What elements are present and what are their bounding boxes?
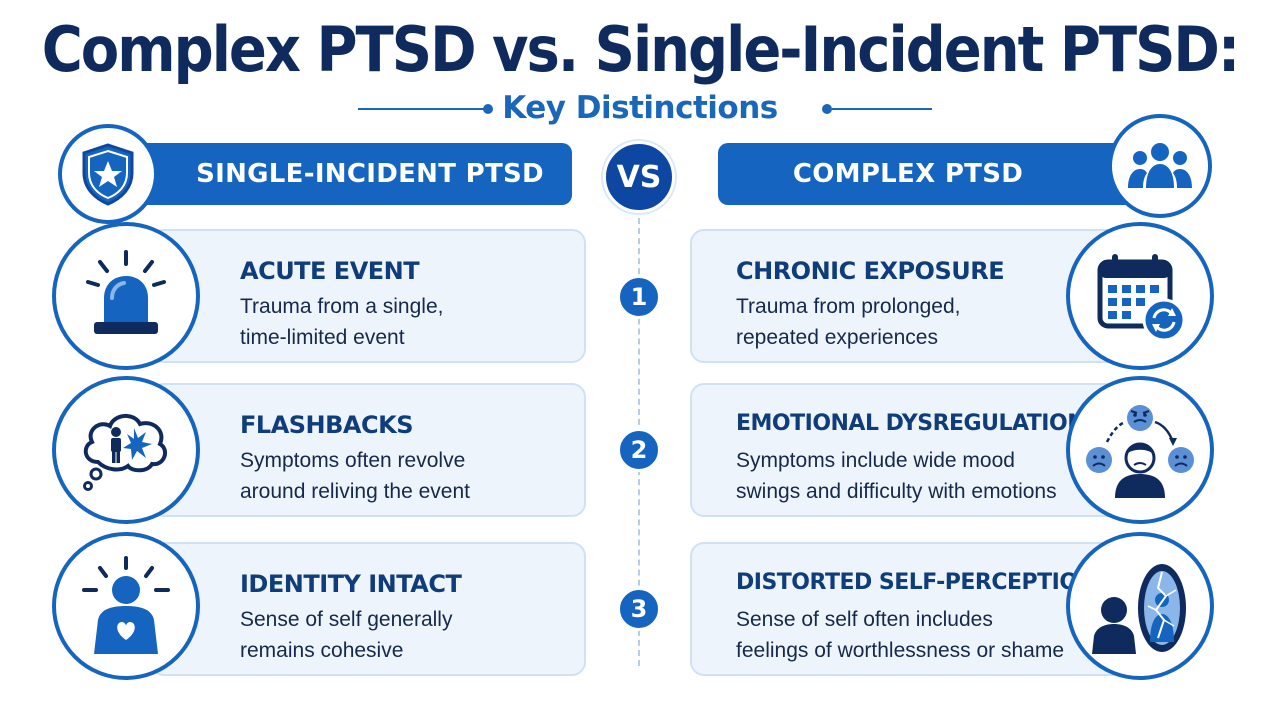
- broken-mirror-icon: [1066, 532, 1214, 680]
- card-identity-intact: IDENTITY INTACT Sense of self generally …: [150, 542, 586, 676]
- person-heart-icon: [52, 532, 200, 680]
- card-title: ACUTE EVENT: [240, 257, 420, 285]
- card-distorted-self-perception: DISTORTED SELF-PERCEPTION Sense of self …: [690, 542, 1130, 676]
- row-number-1: 1: [617, 275, 661, 319]
- page-title: Complex PTSD vs. Single-Incident PTSD:: [41, 13, 1241, 87]
- complex-ptsd-header-label: COMPLEX PTSD: [792, 159, 1024, 189]
- card-description: Symptoms often revolve around reliving t…: [240, 445, 470, 507]
- card-description: Symptoms include wide mood swings and di…: [736, 445, 1057, 507]
- row-number-3: 3: [617, 587, 661, 631]
- subtitle-right-dot: [822, 104, 832, 114]
- row-number-2: 2: [617, 428, 661, 472]
- card-description: Trauma from a single, time-limited event: [240, 291, 443, 353]
- thought-bubble-flashback-icon: [52, 376, 200, 524]
- siren-alarm-icon: [52, 222, 200, 370]
- complex-ptsd-header: COMPLEX PTSD: [718, 143, 1138, 205]
- card-description-line: Symptoms often revolve: [240, 449, 466, 472]
- card-emotional-dysregulation: EMOTIONAL DYSREGULATION Symptoms include…: [690, 383, 1130, 517]
- vs-badge: VS: [603, 141, 675, 213]
- card-description: Sense of self generally remains cohesive: [240, 604, 452, 666]
- single-incident-header: SINGLE-INCIDENT PTSD: [128, 143, 572, 205]
- card-description-line: Trauma from a single,: [240, 295, 444, 318]
- subtitle-left-line: [358, 108, 484, 110]
- card-description-line: repeated experiences: [736, 326, 938, 349]
- single-incident-header-label: SINGLE-INCIDENT PTSD: [196, 159, 544, 189]
- card-description-line: Sense of self often includes: [736, 608, 993, 631]
- subtitle-left-dot: [483, 104, 493, 114]
- card-description-line: remains cohesive: [240, 639, 404, 662]
- card-description-line: time-limited event: [240, 326, 405, 349]
- card-title: EMOTIONAL DYSREGULATION: [736, 411, 1086, 436]
- card-chronic-exposure: CHRONIC EXPOSURE Trauma from prolonged, …: [690, 229, 1130, 363]
- subtitle-row: Key Distinctions: [0, 86, 1280, 132]
- card-title: CHRONIC EXPOSURE: [736, 257, 1005, 285]
- card-acute-event: ACUTE EVENT Trauma from a single, time-l…: [150, 229, 586, 363]
- card-title: FLASHBACKS: [240, 411, 414, 439]
- subtitle: Key Distinctions: [502, 90, 778, 126]
- mood-swings-icon: [1066, 376, 1214, 524]
- card-description: Sense of self often includes feelings of…: [736, 604, 1064, 666]
- card-description-line: feelings of worthlessness or shame: [736, 639, 1064, 662]
- card-description-line: swings and difficulty with emotions: [736, 480, 1057, 503]
- card-title: IDENTITY INTACT: [240, 570, 462, 598]
- card-title: DISTORTED SELF-PERCEPTION: [736, 570, 1096, 595]
- card-description: Trauma from prolonged, repeated experien…: [736, 291, 961, 353]
- card-description-line: Symptoms include wide mood: [736, 449, 1015, 472]
- card-description-line: Trauma from prolonged,: [736, 295, 961, 318]
- card-flashbacks: FLASHBACKS Symptoms often revolve around…: [150, 383, 586, 517]
- subtitle-right-line: [832, 108, 932, 110]
- group-people-icon: [1108, 114, 1212, 218]
- calendar-repeat-icon: [1066, 222, 1214, 370]
- shield-star-icon: [58, 124, 158, 224]
- card-description-line: Sense of self generally: [240, 608, 453, 631]
- card-description-line: around reliving the event: [240, 480, 470, 503]
